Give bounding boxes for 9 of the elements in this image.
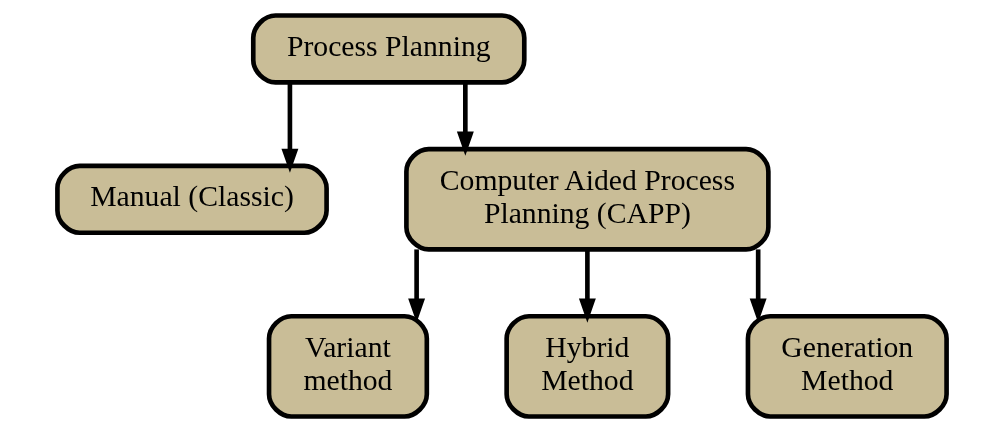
node-box: Manual (Classic) [54,163,329,236]
arrow [456,83,474,156]
node-box: Hybrid Method [503,313,670,419]
arrow [578,249,596,323]
node-box: Variant method [266,313,429,419]
node-box: Computer Aided Process Planning (CAPP) [403,146,771,252]
node-box: Process Planning [250,13,527,85]
node-box: Generation Method [745,313,949,419]
arrow [280,83,298,173]
